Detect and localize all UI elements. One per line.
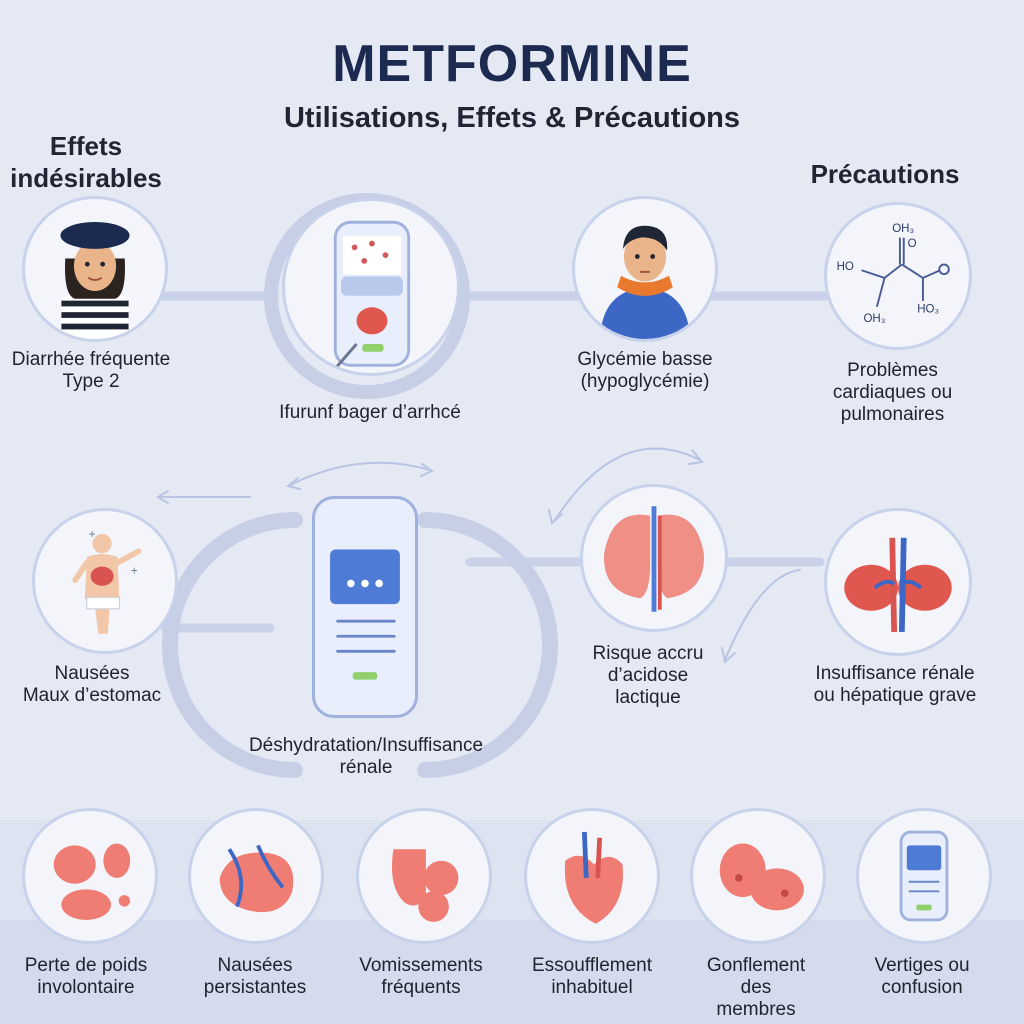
molecule-label-4: OH₃ (863, 313, 885, 325)
stomach-icon (356, 808, 492, 944)
label-row2-4: Insuffisance rénale ou hépatique grave (813, 663, 977, 706)
page-subtitle: Utilisations, Effets & Précautions (283, 102, 741, 134)
label-row2-3: Risque accru d’acidose lactique (592, 643, 704, 708)
molecule-icon: OH₃ HO O OH₃ HO₃ (824, 202, 972, 350)
molecule-label-5: HO₃ (917, 303, 939, 315)
label-row3-3: Vomissements fréquents (359, 955, 483, 998)
stomach-person-icon: + + (32, 508, 178, 654)
heading-side-effects: Effets indésirables (10, 131, 162, 193)
svg-text:+: + (131, 565, 138, 577)
heart-icon (524, 808, 660, 944)
label-row2-2: Déshydratation/Insuffisance rénale (248, 735, 484, 778)
heading-precautions: Précautions (810, 159, 960, 189)
label-row1-4: Problèmes cardiaques ou pulmonaires (832, 360, 953, 425)
page-title: METFORMINE (332, 35, 692, 93)
bottom-band-dark (0, 920, 1024, 1024)
label-row3-5: Gonflement des membres (706, 955, 806, 1020)
label-row1-3: Glycémie basse (hypoglycémie) (577, 349, 713, 392)
svg-text:+: + (89, 529, 96, 541)
molecule-label-3: O (908, 238, 917, 250)
label-row3-2: Nausées persistantes (203, 955, 307, 998)
woman-beret-icon (22, 196, 168, 342)
molecule-label-2: HO (837, 261, 854, 273)
swelling-icon (690, 808, 826, 944)
label-row3-6: Vertiges ou confusion (874, 955, 970, 998)
label-row1-1: Diarrhée fréquente Type 2 (11, 349, 171, 392)
water-bottle-icon (312, 496, 418, 718)
label-row1-2: Ifurunf bager d’arrhcé (279, 402, 461, 423)
lungs-icon (580, 484, 728, 632)
label-row3-4: Essoufflement inhabituel (531, 955, 653, 998)
label-row2-1: Nausées Maux d’estomac (22, 663, 162, 706)
kidneys-icon (824, 508, 972, 656)
organs-icon (22, 808, 158, 944)
label-row3-1: Perte de poids involontaire (24, 955, 148, 998)
man-scarf-icon (572, 196, 718, 342)
molecule-label-1: OH₃ (892, 223, 914, 235)
pill-bottle-icon (282, 198, 460, 376)
device-icon (856, 808, 992, 944)
liver-vessels-icon (188, 808, 324, 944)
